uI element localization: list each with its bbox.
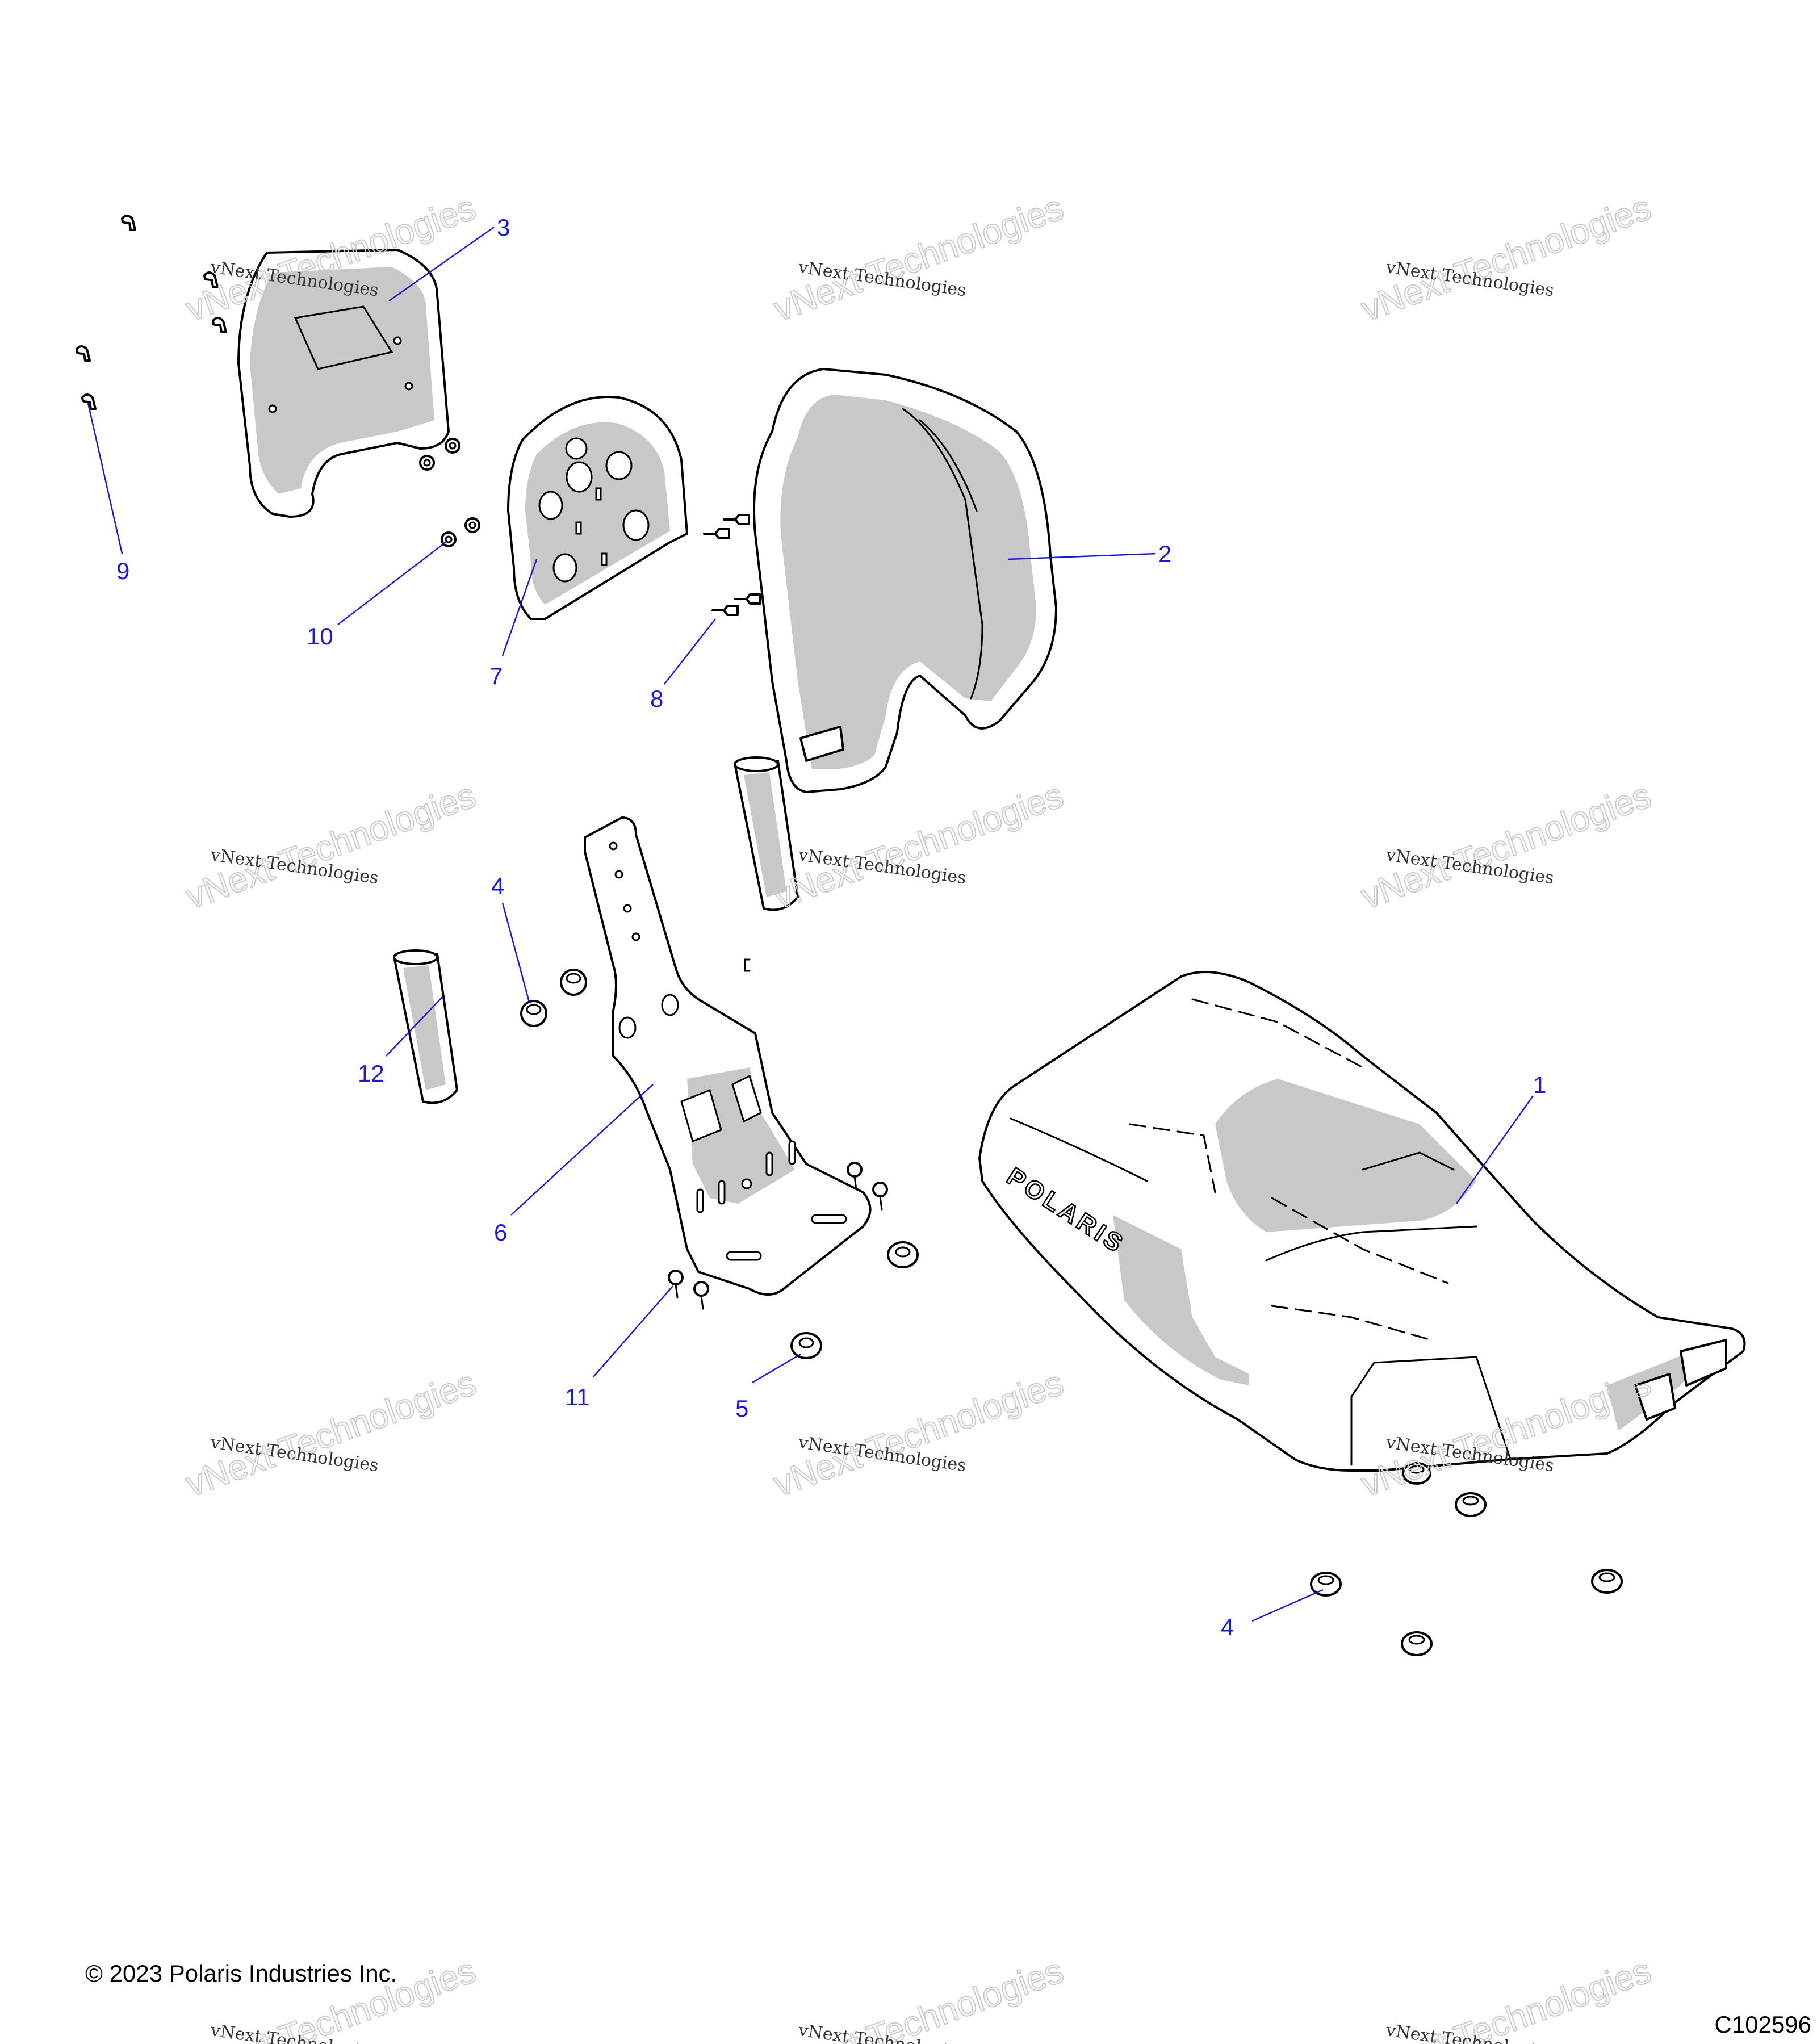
leader-11 [593, 1285, 673, 1377]
watermark-large: vNext Technologies [181, 776, 481, 916]
part-2-backrest-cushion [753, 368, 1057, 793]
leader-4b [1251, 1589, 1324, 1622]
leader-12 [386, 996, 443, 1057]
callout-3: 3 [497, 214, 510, 241]
copyright-text: © 2023 Polaris Industries Inc. [85, 1960, 397, 1987]
callout-2: 2 [1158, 541, 1171, 567]
watermark-large: vNext Technologies [181, 1363, 481, 1504]
leader-8 [664, 618, 716, 685]
leader-5 [752, 1353, 801, 1384]
watermark-large: vNext Technologies [1357, 776, 1656, 916]
callout-12: 12 [358, 1060, 384, 1087]
callout-11: 11 [565, 1384, 590, 1410]
callout-4b: 4 [1221, 1614, 1234, 1640]
leader-4a [501, 902, 530, 1003]
part-9-clips [76, 215, 227, 410]
part-12-foam-tubes [393, 756, 799, 1104]
part-5-nuts [790, 1241, 919, 1359]
watermark-large: vNext Technologies [769, 1363, 1069, 1504]
part-8-bolts [703, 514, 761, 616]
leader-3 [388, 226, 495, 302]
part-4-bumpers-upper [520, 969, 587, 1027]
leader-10 [337, 542, 446, 625]
callout-7: 7 [489, 663, 503, 689]
diagram-code: C102596 [1715, 2011, 1811, 2038]
leader-6 [510, 1084, 654, 1216]
callouts: 1 2 3 4 4 5 6 7 8 9 10 11 12 [87, 214, 1546, 1640]
callout-4a: 4 [491, 873, 504, 899]
watermark-large: vNext Technologies [769, 776, 1069, 916]
callout-6: 6 [494, 1219, 507, 1246]
callout-8: 8 [650, 685, 663, 712]
part-10-nuts [419, 438, 480, 547]
watermark-large: vNext Technologies [1357, 188, 1656, 329]
watermark-large: vNext Technologies [769, 188, 1069, 329]
callout-9: 9 [116, 558, 129, 584]
part-6-seat-bracket [584, 816, 872, 1296]
small-clip [744, 958, 751, 972]
leader-2 [1007, 552, 1156, 560]
part-7-mounting-plate [507, 396, 688, 620]
part-1-seat: POLARIS [978, 971, 1746, 1472]
leader-7 [501, 559, 538, 656]
callout-5: 5 [735, 1395, 748, 1422]
callout-1: 1 [1533, 1071, 1546, 1098]
part-3-backrest-cover [237, 249, 450, 518]
leader-1 [1455, 1095, 1534, 1204]
callout-10: 10 [307, 623, 333, 650]
part-11-screws [668, 1162, 888, 1310]
leader-9 [87, 403, 123, 554]
part-4-bumpers-lower [1310, 1462, 1623, 1656]
